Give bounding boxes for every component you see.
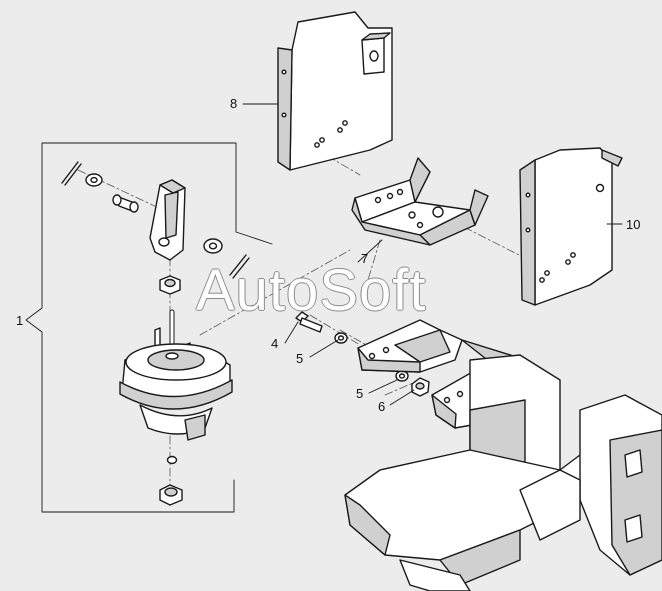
o-ring-bottom <box>166 455 178 465</box>
bolt-4 <box>295 311 323 333</box>
callout-5-lower: 5 <box>356 386 364 401</box>
vacuum-actuator <box>119 309 233 441</box>
washer-5-lower <box>395 370 409 382</box>
callout-4: 4 <box>271 336 279 351</box>
washer-5-upper <box>334 332 348 344</box>
assembly-bracket-1 <box>25 142 273 513</box>
callout-1: 1 <box>16 313 24 328</box>
bracket-8 <box>277 11 393 171</box>
nut-6 <box>411 377 430 397</box>
callout-7: 7 <box>361 251 369 266</box>
washer-top <box>85 173 103 187</box>
callout-6: 6 <box>378 399 386 414</box>
callout-10: 10 <box>626 217 641 232</box>
cotter-pin-fork <box>229 254 250 279</box>
bracket-10 <box>519 147 623 306</box>
clevis-fork <box>149 179 186 261</box>
frame-crossmember <box>344 354 662 591</box>
washer-fork <box>203 238 223 254</box>
nut-bottom <box>159 484 183 506</box>
clevis-pin <box>112 194 139 213</box>
leader-lines <box>242 103 623 406</box>
nut-top <box>159 275 181 295</box>
cotter-pin-top <box>61 161 82 186</box>
callout-8: 8 <box>230 96 238 111</box>
bracket-7 <box>351 157 489 246</box>
callout-5-upper: 5 <box>296 351 304 366</box>
